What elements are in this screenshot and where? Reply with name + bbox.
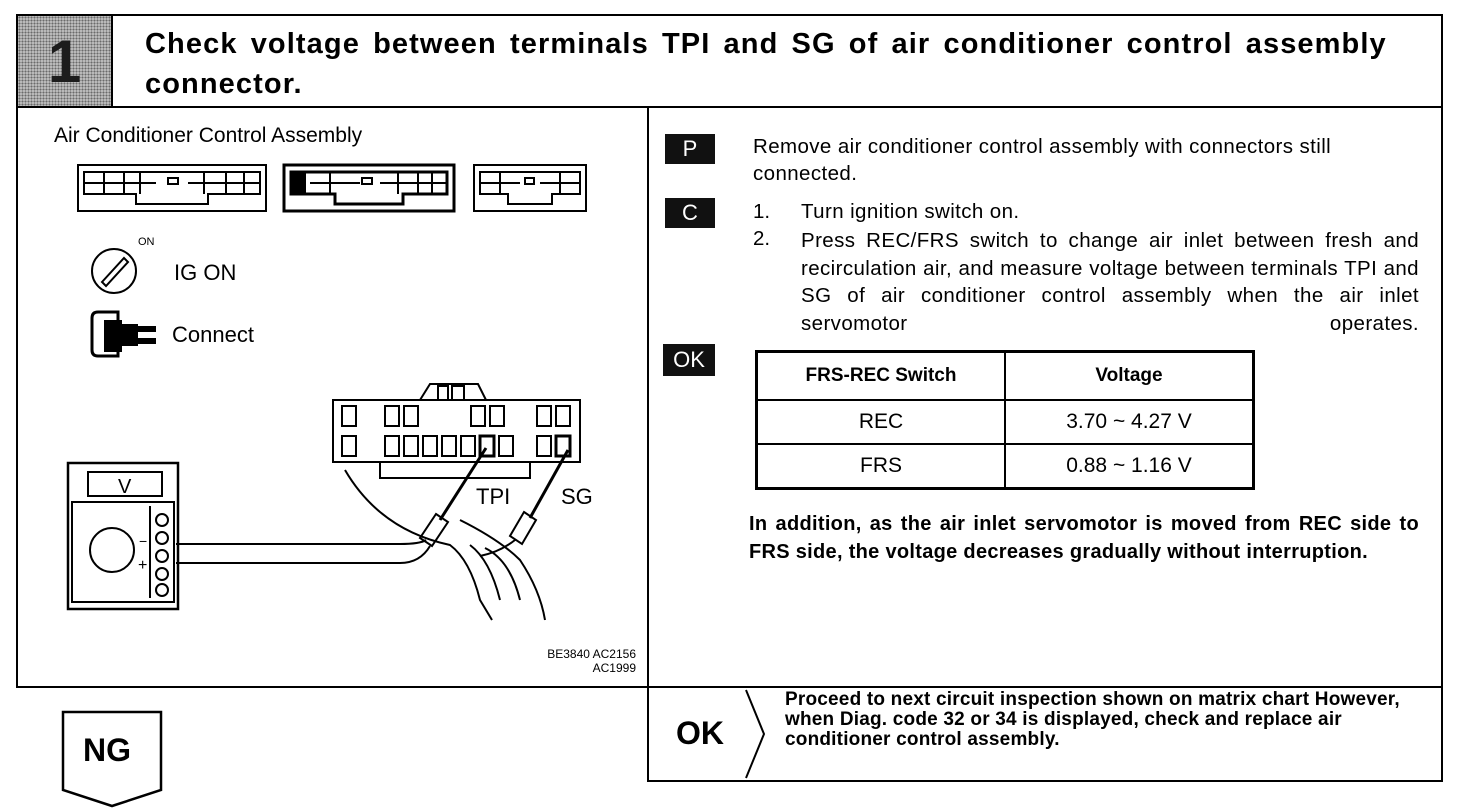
step-number-badge: 1 bbox=[18, 16, 113, 106]
panel-divider bbox=[647, 106, 649, 781]
ok-result-label: OK bbox=[676, 715, 724, 751]
connector-icons bbox=[77, 163, 587, 213]
check-step-text: Press REC/FRS switch to change air inlet… bbox=[801, 229, 1419, 335]
connector-plug-icon bbox=[90, 310, 156, 358]
table-row: REC 3.70 ~ 4.27 V bbox=[755, 399, 1255, 445]
table-cell: FRS bbox=[755, 443, 1006, 490]
preparation-text: Remove air conditioner control assembly … bbox=[753, 135, 1332, 185]
check-step-number: 1. bbox=[753, 200, 771, 223]
ok-result-box bbox=[647, 686, 1443, 782]
table-header-cell: Voltage bbox=[1004, 350, 1255, 401]
additional-note: In addition, as the air inlet servomotor… bbox=[749, 513, 1419, 563]
terminal-tpi-label: TPI bbox=[476, 484, 511, 509]
ng-result-label: NG bbox=[83, 732, 131, 768]
figure-code: AC1999 bbox=[592, 661, 636, 675]
check-step-number: 2. bbox=[753, 227, 771, 250]
table-cell: 0.88 ~ 1.16 V bbox=[1004, 443, 1255, 490]
ignition-on-mark: ON bbox=[138, 236, 155, 248]
voltmeter-label: V bbox=[118, 476, 132, 498]
ignition-label: IG ON bbox=[174, 260, 237, 285]
table-row: FRS 0.88 ~ 1.16 V bbox=[755, 443, 1255, 490]
voltage-spec-table: FRS-REC Switch Voltage REC 3.70 ~ 4.27 V… bbox=[755, 350, 1255, 490]
step-header bbox=[16, 14, 1443, 108]
meter-minus-sign: − bbox=[139, 533, 147, 549]
check-tag: C bbox=[665, 198, 715, 228]
meter-plus-sign: + bbox=[138, 557, 147, 574]
step-title: Check voltage between terminals TPI and … bbox=[145, 28, 1387, 100]
table-header-cell: FRS-REC Switch bbox=[755, 350, 1006, 401]
ignition-key-icon bbox=[91, 248, 137, 294]
preparation-tag: P bbox=[665, 134, 715, 164]
terminal-sg-label: SG bbox=[561, 484, 593, 509]
voltmeter-connection-illustration: − + bbox=[66, 383, 581, 621]
ok-result-text: Proceed to next circuit inspection shown… bbox=[785, 689, 1400, 750]
ok-arrow-bracket bbox=[745, 689, 766, 779]
table-cell: 3.70 ~ 4.27 V bbox=[1004, 399, 1255, 445]
ng-arrow-shape bbox=[61, 710, 163, 808]
ok-criteria-tag: OK bbox=[663, 344, 715, 376]
check-step-text: Turn ignition switch on. bbox=[801, 200, 1020, 223]
table-cell: REC bbox=[755, 399, 1006, 445]
connect-label: Connect bbox=[172, 322, 254, 347]
table-header-row: FRS-REC Switch Voltage bbox=[755, 350, 1255, 401]
figure-code: BE3840 AC2156 bbox=[547, 647, 636, 661]
illustration-caption: Air Conditioner Control Assembly bbox=[54, 124, 363, 147]
